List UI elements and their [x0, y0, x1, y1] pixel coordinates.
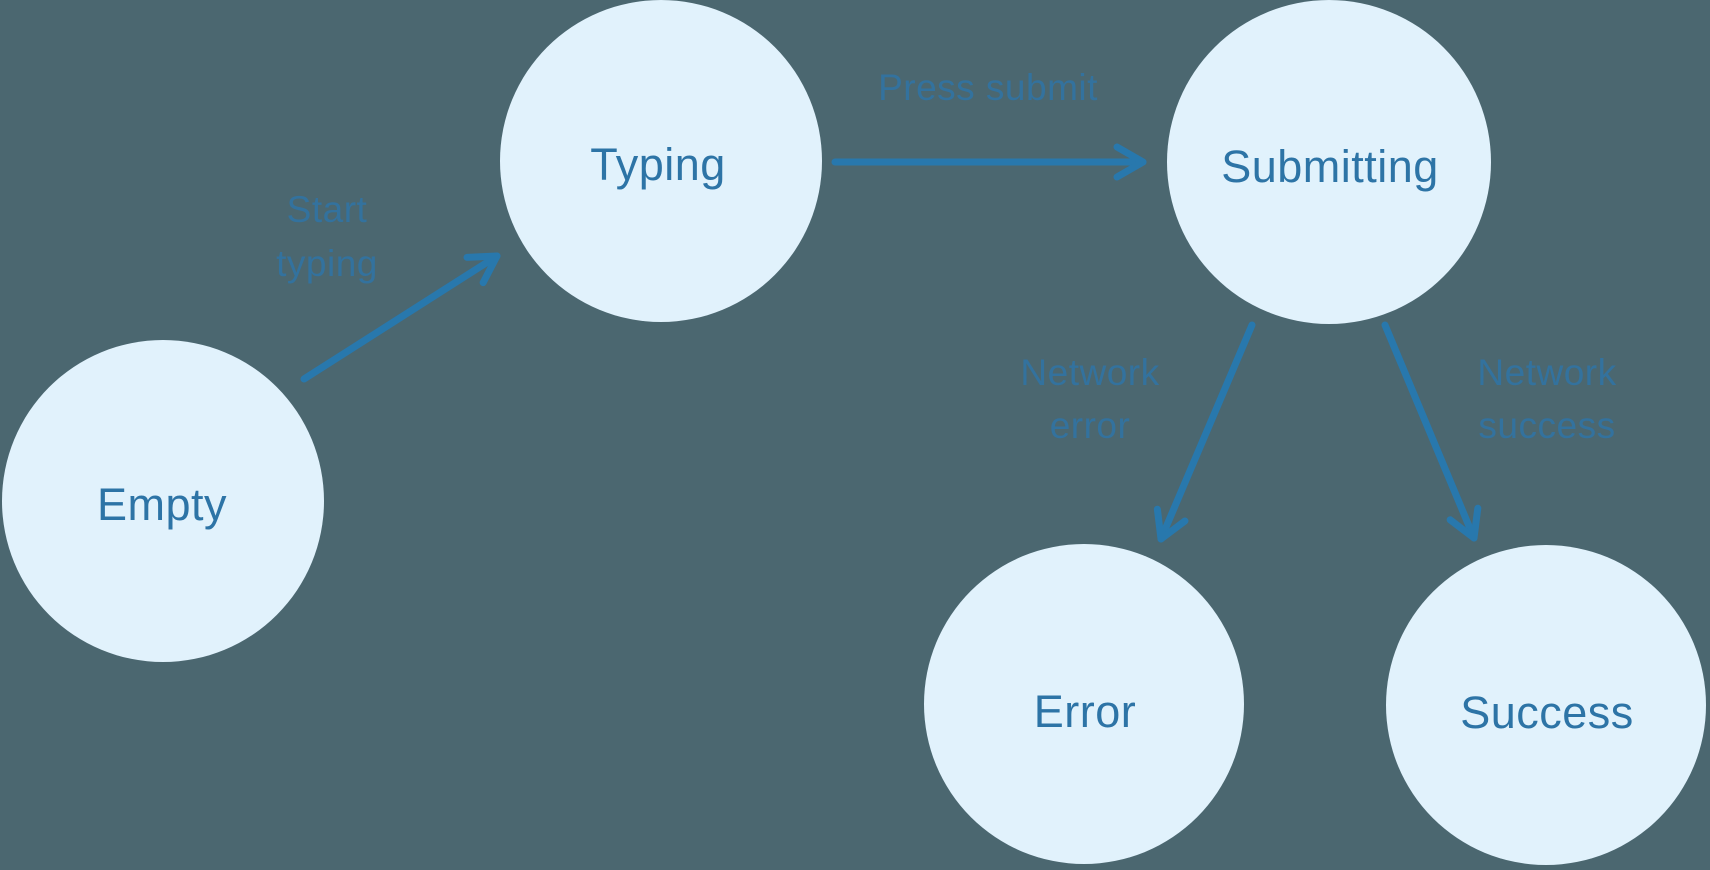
state-node-typing	[500, 0, 822, 322]
transition-arrow-start-typing	[300, 252, 501, 383]
transition-label-network-error-line1: Network	[1020, 352, 1159, 393]
state-label-submitting: Submitting	[1221, 141, 1439, 192]
state-label-typing: Typing	[590, 139, 726, 190]
state-label-success: Success	[1460, 687, 1634, 738]
transition-label-start-typing-line1: Start	[287, 189, 368, 230]
state-node-empty	[2, 340, 324, 662]
transition-labels: Start typing Press submit Network error …	[276, 67, 1616, 446]
state-labels: Empty Typing Submitting Error Success	[97, 139, 1634, 738]
transition-label-start-typing-line2: typing	[276, 243, 378, 284]
transition-label-network-success-line1: Network	[1477, 352, 1616, 393]
transition-arrows	[300, 143, 1482, 543]
state-node-submitting	[1167, 0, 1491, 324]
state-node-error	[924, 544, 1244, 864]
transition-label-press-submit: Press submit	[878, 67, 1098, 108]
transition-arrow-network-success	[1381, 321, 1482, 542]
transition-label-network-error-line2: error	[1050, 405, 1131, 446]
transition-label-network-success-line2: success	[1478, 405, 1615, 446]
state-label-empty: Empty	[97, 479, 227, 530]
state-label-error: Error	[1034, 686, 1137, 737]
state-node-success	[1386, 545, 1706, 865]
transition-arrow-network-error	[1153, 321, 1256, 543]
